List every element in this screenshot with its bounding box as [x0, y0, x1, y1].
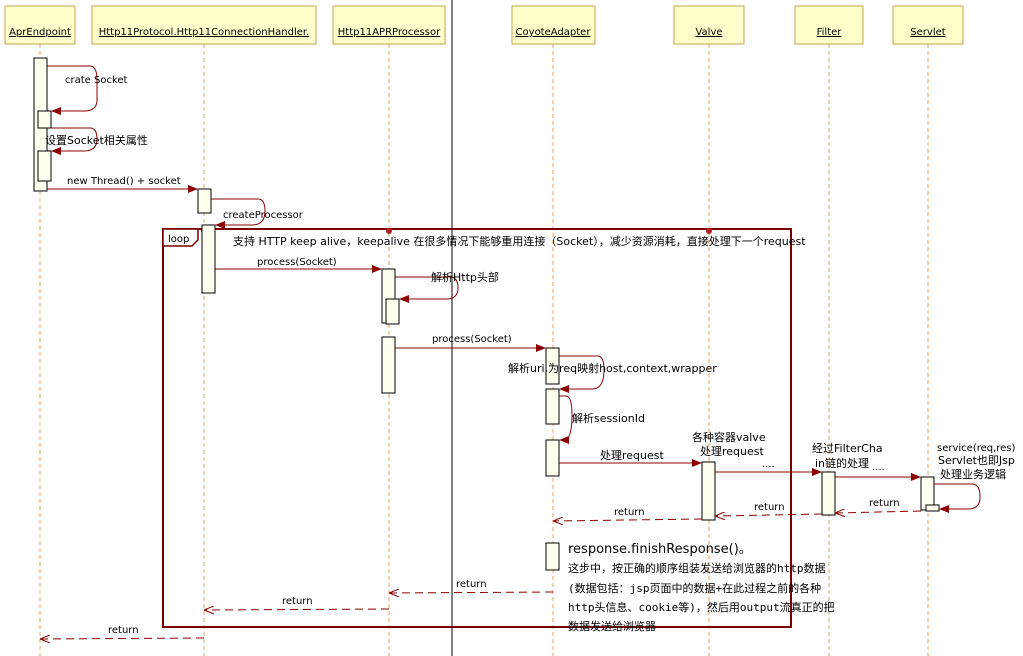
activation-adapter [545, 388, 560, 425]
participant-valve: Valve [695, 27, 722, 38]
msg-create-processor-arrow [211, 198, 266, 229]
participant-adapter: CoyoteAdapter [516, 27, 592, 38]
activation-handler [197, 188, 212, 214]
msg-return-valve-arrow [554, 519, 703, 521]
label-finish-response: response.finishResponse()。 [568, 542, 752, 557]
label-process-socket-1: process(Socket) [257, 257, 337, 268]
label-finish-desc-1: 这步中，按正确的顺序组装发送给浏览器的http数据 [568, 561, 826, 575]
label-set-socket-props: 设置Socket相关属性 [45, 133, 148, 147]
label-finish-desc-4: 数据发送给浏览器 [568, 619, 656, 633]
label-return-handler: return [108, 625, 139, 636]
msg-servlet-self-arrow [934, 483, 981, 513]
activation-adapter [545, 347, 560, 385]
label-servlet-note-2: Servlet也即Jsp [938, 454, 1015, 467]
activation-adapter [545, 439, 560, 477]
label-return-servlet: return [869, 498, 900, 509]
msg-return-handler-arrow [41, 638, 205, 639]
label-dots-1: .... [762, 459, 775, 470]
label-return-adapter: return [456, 579, 487, 590]
label-filter-note-1: 经过FilterCha [812, 442, 883, 455]
participant-processor: Http11APRProcessor [338, 27, 441, 38]
label-filter-note-2: in链的处理 [815, 456, 869, 470]
label-create-processor: createProcessor [223, 210, 304, 221]
label-process-socket-2: process(Socket) [432, 334, 512, 345]
loop-guard: 支持 HTTP keep alive，keepalive 在很多情况下能够重用连… [233, 234, 806, 248]
participant-box-valve[interactable] [673, 5, 745, 45]
msg-parse-header-arrow [395, 276, 459, 303]
label-finish-desc-2: (数据包括：jsp页面中的数据+在此过程之前的各种 [568, 581, 821, 595]
participant-box-adapter[interactable] [511, 5, 596, 45]
msg-set-props-arrow [51, 127, 98, 155]
label-parse-uri: 解析uri,为req映射host,context,wrapper [508, 361, 717, 375]
msg-return-filter-arrow [716, 514, 823, 516]
participant-headers: AprEndpoint Http11Protocol.Http11Connect… [4, 5, 964, 45]
label-dots-2: .... [872, 462, 885, 473]
participant-box-aprendpoint[interactable] [4, 5, 76, 45]
participant-box-processor[interactable] [332, 5, 446, 45]
msg-return-adapter-arrow [390, 592, 554, 593]
participant-servlet: Servlet [910, 27, 945, 38]
msg-parse-uri-arrow [559, 355, 605, 393]
participant-aprendpoint: AprEndpoint [9, 27, 71, 38]
activation-processor [381, 336, 396, 394]
label-handle-request: 处理request [600, 449, 665, 462]
activation-aprendpoint-nested [37, 110, 52, 129]
participant-box-handler[interactable] [91, 5, 317, 45]
participant-box-filter[interactable] [794, 5, 864, 45]
msg-return-processor-arrow [205, 609, 390, 610]
label-finish-desc-3: http头信息、cookie等)，然后用output流真正的把 [568, 600, 835, 614]
label-return-filter: return [754, 502, 785, 513]
activation-filter [821, 471, 836, 516]
activation-processor-nested [385, 298, 400, 325]
messages [41, 65, 981, 639]
label-parse-http-header: 解析Http头部 [431, 270, 499, 284]
loop-tag: loop [168, 234, 189, 245]
message-labels: crate Socket 设置Socket相关属性 new Thread() +… [45, 75, 1016, 636]
loop-marker [706, 228, 712, 234]
activation-valve [701, 461, 716, 521]
activation-servlet-nested [925, 504, 940, 512]
label-valve-note-2: 处理request [700, 445, 765, 458]
participant-box-servlet[interactable] [892, 5, 964, 45]
loop-frame [162, 228, 792, 628]
label-servlet-note-1: service(req,res) [937, 443, 1016, 454]
label-return-valve: return [614, 507, 645, 518]
participant-handler: Http11Protocol.Http11ConnectionHandler. [99, 27, 310, 38]
label-valve-note-1: 各种容器valve [692, 430, 766, 444]
label-servlet-note-3: 处理业务逻辑 [940, 467, 1006, 481]
activation-aprendpoint-nested [37, 150, 52, 182]
msg-crate-socket-arrow [47, 65, 98, 115]
label-crate-socket: crate Socket [65, 75, 128, 86]
participant-filter: Filter [817, 27, 843, 38]
loop-fragment: loop 支持 HTTP keep alive，keepalive 在很多情况下… [162, 228, 806, 628]
msg-return-servlet-arrow [836, 511, 922, 513]
msg-parse-session-arrow [559, 395, 573, 444]
label-parse-session: 解析sessionId [572, 411, 645, 425]
activation-bars [33, 57, 940, 571]
label-return-processor: return [282, 596, 313, 607]
loop-marker [386, 228, 392, 234]
label-new-thread: new Thread() + socket [67, 176, 181, 187]
loop-tag-box [162, 228, 199, 247]
activation-handler-loop [201, 224, 216, 294]
activation-adapter [545, 542, 560, 571]
